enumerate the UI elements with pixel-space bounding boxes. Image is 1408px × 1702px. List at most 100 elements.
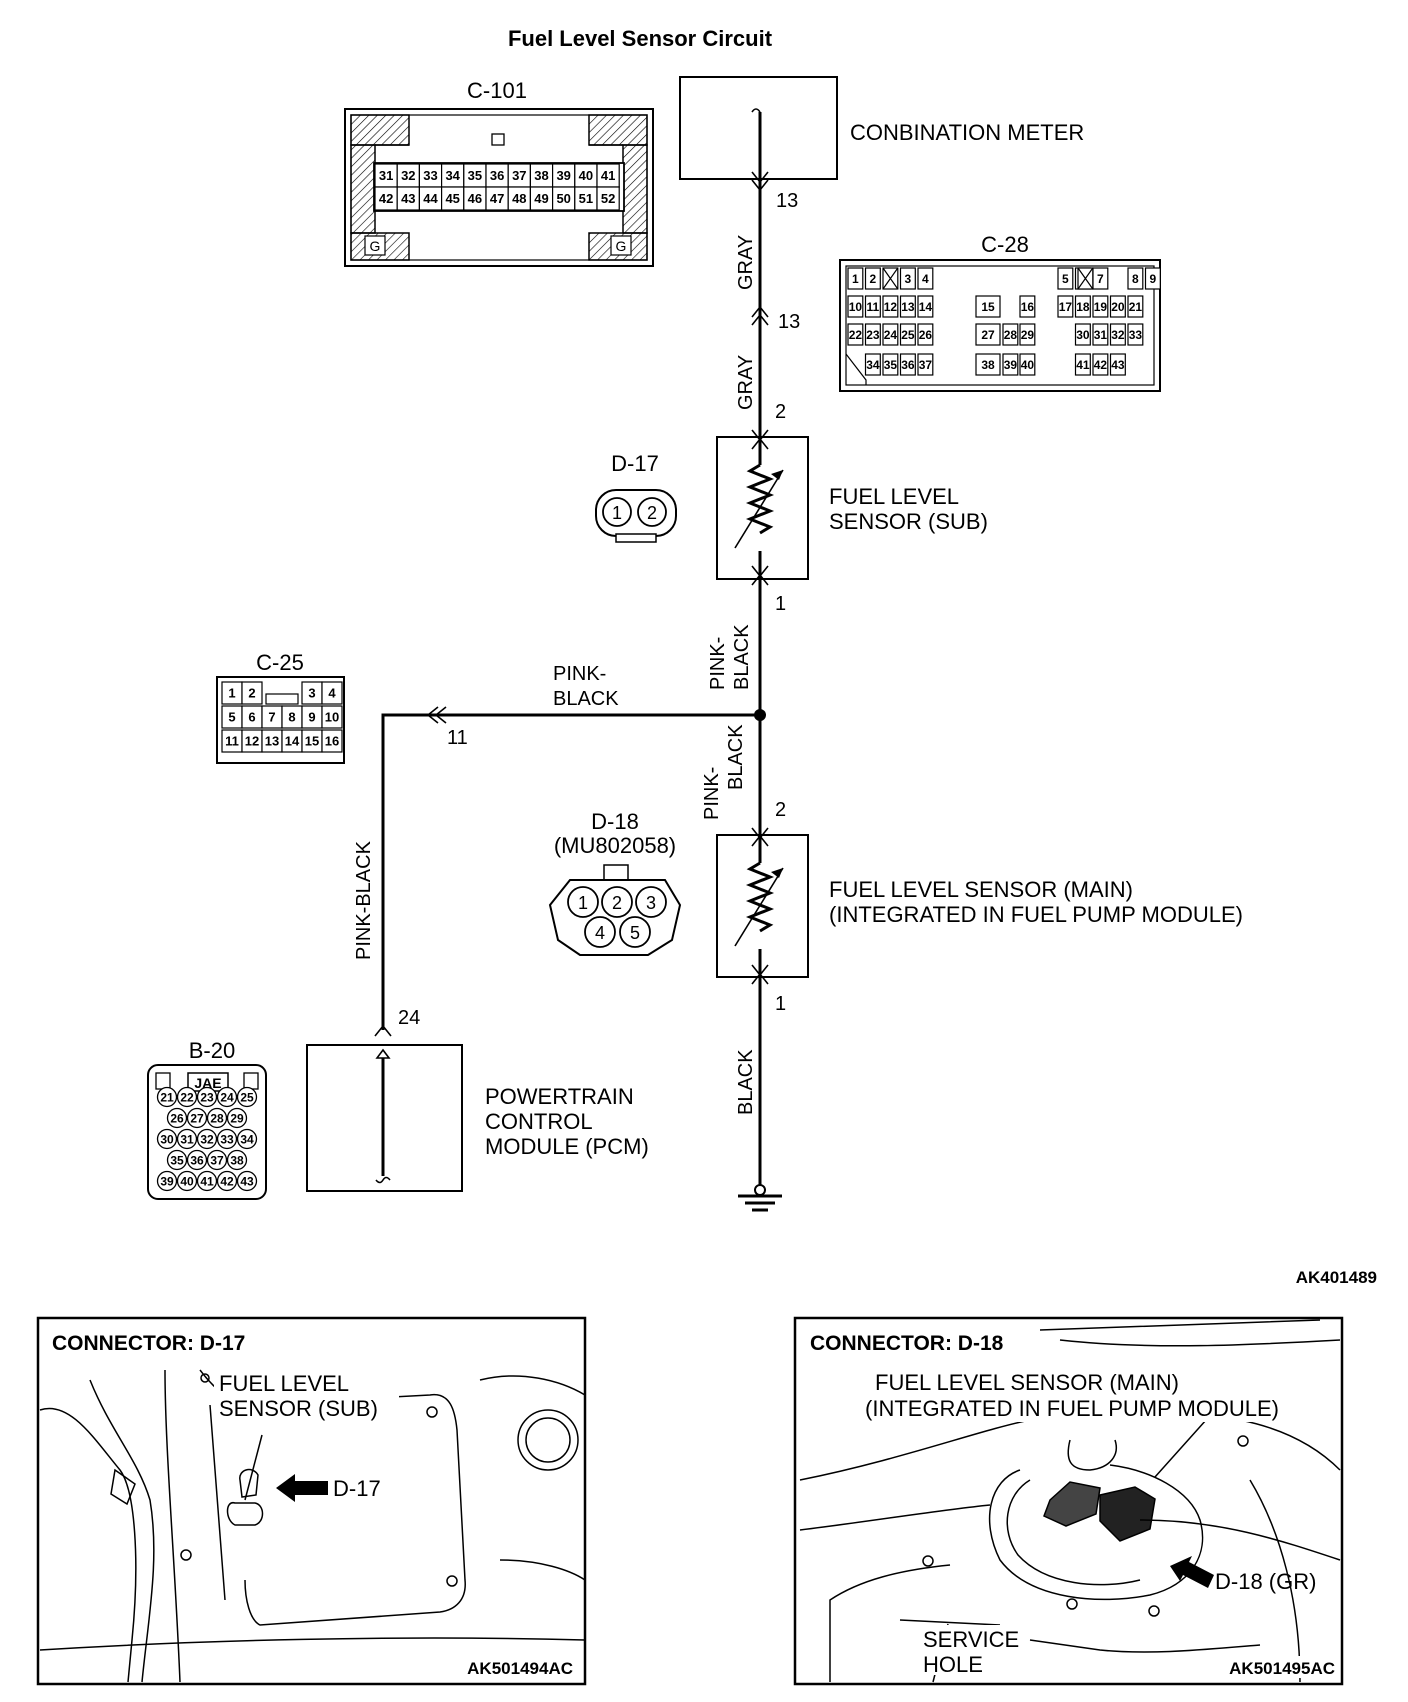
panel-left-caption-1: FUEL LEVEL	[219, 1371, 349, 1396]
c28-pin-15: 15	[981, 300, 995, 314]
c25-pin-9: 9	[308, 710, 315, 725]
c101-pin-52: 52	[601, 191, 615, 206]
panel-right-sketch	[799, 1319, 1341, 1683]
connector-d18-part: (MU802058)	[554, 833, 676, 858]
sub-sensor-label-2: SENSOR (SUB)	[829, 509, 988, 534]
c28-pin-39: 39	[1004, 358, 1018, 372]
d18-pin-4: 4	[595, 923, 605, 943]
c28-pin-18-shape	[1074, 295, 1091, 318]
connector-d17-label: D-17	[611, 451, 659, 476]
b20-pin-26-shape	[166, 1107, 188, 1129]
c28-pin-23-shape	[864, 323, 881, 346]
c101-pin-51: 51	[579, 191, 593, 206]
c28-pin-27: 27	[981, 328, 995, 342]
panel-connector-d18: CONNECTOR: D-18 FUEL LEVEL SENSOR (MAIN)…	[793, 1316, 1344, 1686]
panel-left-sketch	[39, 1369, 586, 1683]
c101-pin-48: 48	[512, 191, 526, 206]
c28-pin-32-shape	[1109, 323, 1126, 346]
c28-pin-1: 1	[852, 272, 859, 286]
c28-pin-10: 10	[849, 300, 863, 314]
c28-key	[845, 353, 867, 385]
b20-pin-37-shape	[206, 1149, 228, 1171]
b20-pin-39: 39	[160, 1174, 174, 1188]
connector-d17: D-17 1 2	[595, 451, 677, 543]
c101-pin-50: 50	[556, 191, 570, 206]
connector-d18: D-18 (MU802058) 1 2 3 4 5	[548, 809, 682, 956]
panel-right-code: AK501495AC	[1229, 1659, 1335, 1678]
b20-pin-23: 23	[200, 1090, 214, 1104]
c28-pin-42-shape	[1092, 353, 1109, 376]
c28-pin-21: 21	[1129, 300, 1143, 314]
panel-left-title: CONNECTOR: D-17	[52, 1332, 245, 1355]
wire-label-pink-black-low-2: BLACK	[725, 724, 747, 790]
c28-pin-41-shape	[1074, 353, 1091, 376]
wire-label-pink-black-branch-2: BLACK	[553, 688, 619, 710]
c28-pin-33-shape	[1127, 323, 1144, 346]
c28-pin-37: 37	[919, 358, 933, 372]
c101-pin-49: 49	[534, 191, 548, 206]
c28-pin-28-shape	[1002, 323, 1019, 346]
b20-brand: JAE	[194, 1075, 221, 1091]
b20-pin-31-shape	[176, 1128, 198, 1150]
c28-pin-26: 26	[919, 328, 933, 342]
panel-right-caption-1: FUEL LEVEL SENSOR (MAIN)	[875, 1370, 1179, 1395]
panel-right-hole-1: SERVICE	[923, 1627, 1019, 1652]
c28-pin-22: 22	[849, 328, 863, 342]
panel-right-hole-2: HOLE	[923, 1652, 983, 1677]
b20-pin-24: 24	[220, 1090, 234, 1104]
b20-pin-39-shape	[156, 1170, 178, 1192]
d18-pin-5: 5	[630, 923, 640, 943]
b20-pin-28: 28	[210, 1111, 224, 1125]
c28-pin-3: 3	[905, 272, 912, 286]
c28-pin-18: 18	[1076, 300, 1090, 314]
connector-c101-label: C-101	[467, 78, 527, 103]
c25-pin-5: 5	[228, 710, 235, 725]
b20-pin-36-shape	[186, 1149, 208, 1171]
c28-pin-34: 34	[866, 358, 880, 372]
c101-pin-46: 46	[468, 191, 482, 206]
c28-pin-25: 25	[901, 328, 915, 342]
c28-pin-12-shape	[882, 295, 899, 318]
c28-pin-15-shape	[975, 295, 1001, 318]
c28-pin-31: 31	[1094, 328, 1108, 342]
connector-c28-label: C-28	[981, 232, 1029, 257]
c25-pin-8: 8	[288, 710, 295, 725]
c25-pin-16: 16	[325, 734, 339, 749]
c28-pin-13: 13	[901, 300, 915, 314]
b20-pin-30: 30	[160, 1132, 174, 1146]
c28-pin-35-shape	[882, 353, 899, 376]
b20-pin-40: 40	[180, 1174, 194, 1188]
wire-label-pink-black-top-2: BLACK	[731, 624, 753, 690]
connector-c25-label: C-25	[256, 650, 304, 675]
connector-d18-label: D-18	[591, 809, 639, 834]
c101-pin-52-shape	[596, 186, 620, 211]
c25-pin-6: 6	[248, 710, 255, 725]
c25-pin-12: 12	[245, 734, 259, 749]
b20-pin-32: 32	[200, 1132, 214, 1146]
wire-label-pink-black-top-1: PINK-	[707, 637, 729, 690]
connector-c28: C-28 12345678910111213141516171819202122…	[839, 232, 1161, 392]
b20-pin-43-shape	[236, 1170, 258, 1192]
panel-left-code: AK501494AC	[467, 1659, 573, 1678]
b20-pin-21: 21	[160, 1090, 174, 1104]
c101-pin-35: 35	[468, 168, 482, 183]
combination-meter: CONBINATION METER	[679, 76, 1084, 180]
diagram-title: Fuel Level Sensor Circuit	[508, 26, 773, 51]
wire-label-black: BLACK	[735, 1049, 757, 1115]
d17-pin-2: 2	[647, 503, 657, 523]
b20-pin-36: 36	[190, 1153, 204, 1167]
c101-pin-38: 38	[534, 168, 548, 183]
c25-pin-4-shape	[321, 681, 343, 705]
c28-pin-5-shape	[1057, 267, 1074, 290]
c101-pin-42: 42	[379, 191, 393, 206]
b20-pin-32-shape	[196, 1128, 218, 1150]
c25-pin-15: 15	[305, 734, 319, 749]
b20-pin-29-shape	[226, 1107, 248, 1129]
b20-pin-31: 31	[180, 1132, 194, 1146]
c28-pin-43-shape	[1109, 353, 1126, 376]
c28-pin-37-shape	[917, 353, 934, 376]
harness-main	[716, 112, 809, 1212]
